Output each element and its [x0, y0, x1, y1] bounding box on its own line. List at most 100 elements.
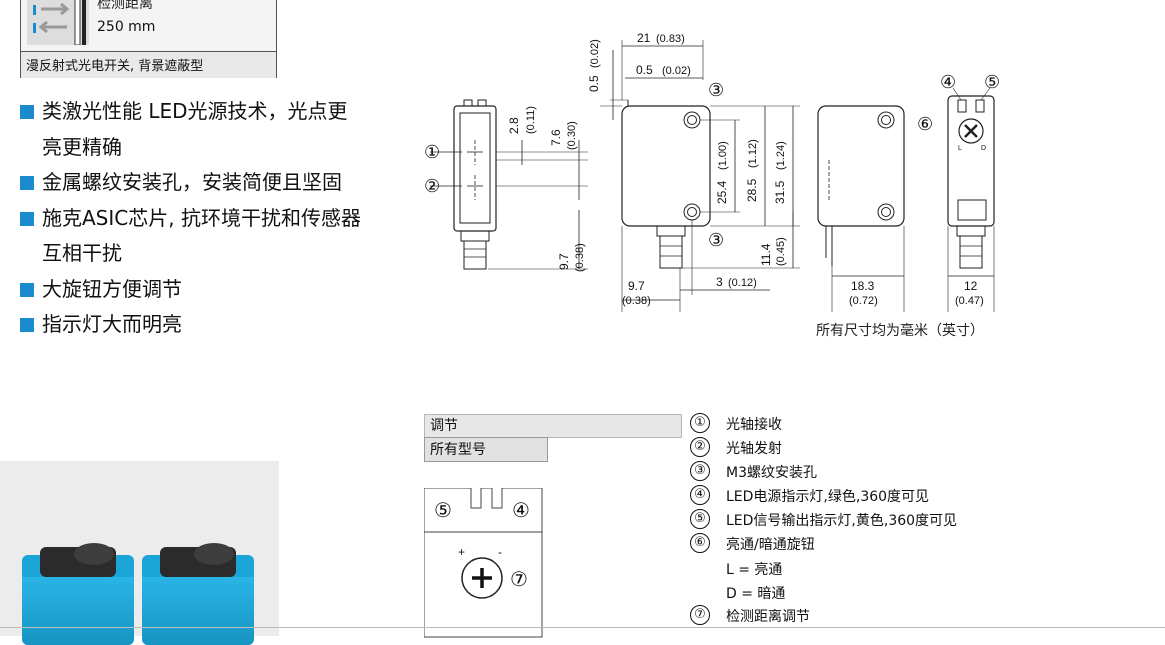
dim-11.4-in: (0.45)	[775, 237, 787, 266]
sensor-photo	[22, 543, 134, 645]
callout-3-bottom: ③	[708, 230, 724, 250]
dim-9.7h: 9.7	[628, 279, 645, 293]
legend-item: ⑦ 检测距离调节	[690, 604, 1110, 628]
dim-2.8: 2.8	[507, 117, 521, 134]
dim-3: 3	[716, 275, 723, 289]
callout-5: ⑤	[984, 72, 1000, 92]
dim-12: 12	[964, 279, 978, 293]
dim-2.8-in: (0.11)	[525, 106, 537, 134]
bullet-square-icon	[20, 318, 34, 332]
tab-adjust-label: 调节	[430, 418, 458, 434]
feature-item: 大旋钮方便调节	[18, 272, 423, 308]
feature-text: 指示灯大而明亮	[42, 312, 182, 336]
feature-item: 指示灯大而明亮	[18, 307, 423, 343]
dim-0.5h: 0.5	[636, 63, 653, 77]
dim-28.5-in: (1.12)	[747, 139, 759, 168]
bullet-square-icon	[20, 105, 34, 119]
feature-item: 施克ASIC芯片, 抗环境干扰和传感器 互相干扰	[18, 201, 423, 272]
legend-item: ⑤ LED信号输出指示灯,黄色,360度可见	[690, 508, 1110, 532]
sensing-range-value: 250 mm	[97, 19, 156, 35]
legend-subitem: L = 亮通	[690, 556, 1110, 580]
legend-number: ①	[690, 413, 710, 433]
legend-text: 检测距离调节	[726, 609, 810, 625]
feature-text: 施克ASIC芯片, 抗环境干扰和传感器	[42, 205, 361, 230]
legend-item: ② 光轴发射	[690, 436, 1110, 460]
dim-31.5-in: (1.24)	[775, 141, 787, 170]
dim-12-in: (0.47)	[955, 295, 984, 307]
spec-caption: 漫反射式光电开关, 背景遮蔽型	[26, 59, 204, 74]
dim-0.5v: 0.5	[587, 75, 601, 92]
legend-text: M3螺纹安装孔	[726, 465, 817, 481]
legend-number: ⑦	[690, 605, 710, 625]
dim-9.7v-in: (0.38)	[574, 243, 586, 272]
dim-11.4: 11.4	[759, 243, 773, 266]
callout-6: ⑥	[917, 114, 933, 134]
dim-28.5: 28.5	[745, 178, 759, 202]
legend-number: ⑥	[690, 533, 710, 553]
feature-text: 金属螺纹安装孔，安装简便且坚固	[42, 170, 342, 194]
tab-all-models-label: 所有型号	[430, 442, 486, 458]
callout-2: ②	[424, 176, 440, 196]
legend-number: ⑤	[690, 509, 710, 529]
face-led-5: ⑤	[434, 500, 452, 522]
dim-0.5v-in: (0.02)	[589, 39, 601, 68]
dim-25.4-in: (1.00)	[717, 141, 729, 170]
spec-caption-bar	[21, 51, 276, 78]
dim-7.6: 7.6	[549, 129, 563, 146]
tab-adjust[interactable]	[424, 414, 682, 438]
feature-text: 互相干扰	[42, 241, 122, 265]
face-led-4: ④	[512, 500, 530, 522]
legend-number: ④	[690, 485, 710, 505]
callout-4: ④	[940, 72, 956, 92]
legend-text: LED信号输出指示灯,黄色,360度可见	[726, 513, 958, 529]
legend-subitem: D = 暗通	[690, 580, 1110, 604]
bullet-square-icon	[20, 211, 34, 226]
dim-21: 21	[637, 31, 651, 45]
legend-text: 光轴接收	[726, 417, 782, 433]
legend: ① 光轴接收 ② 光轴发射 ③ M3螺纹安装孔 ④ LED电源指示灯,绿色,36…	[690, 412, 1110, 628]
legend-item: ① 光轴接收	[690, 412, 1110, 436]
feature-text: 大旋钮方便调节	[42, 276, 182, 301]
knob-d-mark: D	[981, 145, 986, 152]
feature-list: 类激光性能 LED光源技术，光点更 亮更精确 金属螺纹安装孔，安装简便且坚固 施…	[18, 94, 423, 343]
face-plus-mark: +	[458, 545, 465, 559]
callout-3-top: ③	[708, 80, 724, 100]
callout-1: ①	[424, 142, 440, 162]
legend-subtext: L = 亮通	[726, 562, 783, 578]
product-photo	[0, 461, 279, 645]
legend-subtext: D = 暗通	[726, 586, 786, 602]
page-edge	[0, 627, 1165, 628]
feature-item: 金属螺纹安装孔，安装简便且坚固	[18, 165, 423, 201]
legend-text: 光轴发射	[726, 441, 782, 457]
legend-item: ③ M3螺纹安装孔	[690, 460, 1110, 484]
legend-item: ⑥ 亮通/暗通旋钮	[690, 532, 1110, 556]
dimension-drawing: ① ② 2.8 (0.11) 7.6 (0.30) 9.7 (0.38)	[424, 31, 1000, 312]
dim-21-in: (0.83)	[656, 33, 685, 45]
top-view	[947, 87, 995, 312]
legend-number: ②	[690, 437, 710, 457]
dim-31.5: 31.5	[773, 180, 787, 204]
sensor-photo	[142, 543, 254, 645]
dim-18.3-in: (0.72)	[849, 295, 878, 307]
dim-0.5h-in: (0.02)	[662, 65, 691, 77]
legend-text: 亮通/暗通旋钮	[726, 537, 815, 553]
dim-7.6-in: (0.30)	[566, 121, 578, 150]
legend-text: LED电源指示灯,绿色,360度可见	[726, 489, 930, 505]
feature-text: 类激光性能 LED光源技术，光点更	[42, 99, 348, 123]
face-minus-mark: -	[498, 545, 502, 559]
legend-number: ③	[690, 461, 710, 481]
sensor-face-diagram: ⑤ ④ + - ⑦	[424, 488, 543, 638]
knob-l-mark: L	[958, 145, 962, 152]
sensing-mode-icon	[27, 0, 89, 45]
bullet-square-icon	[20, 282, 34, 297]
side-view	[600, 40, 800, 312]
dimension-note: 所有尺寸均为毫米（英寸）	[816, 323, 984, 339]
dim-25.4: 25.4	[715, 180, 729, 204]
spec-box: 检测距离 250 mm 漫反射式光电开关, 背景遮蔽型	[20, 0, 277, 78]
sensing-range-label: 检测距离	[97, 0, 153, 12]
dim-9.7v: 9.7	[557, 253, 571, 270]
rear-view	[817, 105, 905, 312]
front-view	[430, 99, 588, 270]
dim-3-in: (0.12)	[728, 277, 757, 289]
tab-all-models[interactable]	[424, 437, 548, 462]
